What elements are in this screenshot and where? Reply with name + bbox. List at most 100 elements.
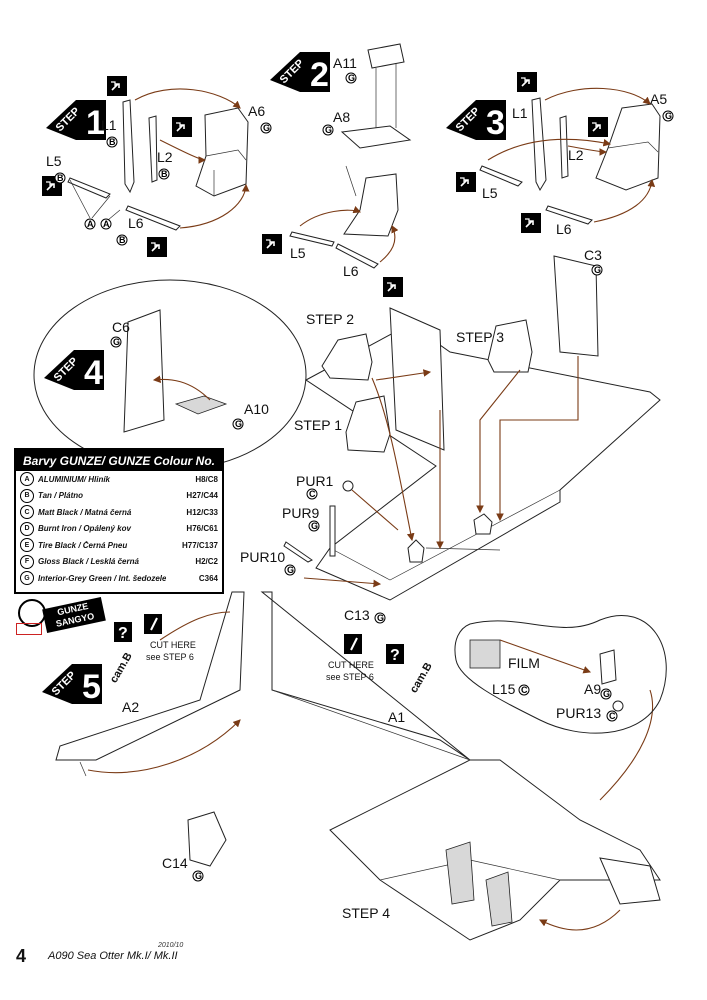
colour-letter: E <box>20 538 34 553</box>
belt-l6-drawing <box>335 243 379 269</box>
colour-row: F Gloss Black / Lesklá černá H2/C2 <box>16 554 222 571</box>
colour-row: E Tire Black / Černá Pneu H77/C137 <box>16 537 222 554</box>
colour-code-circle: G G <box>322 72 357 136</box>
part-label-film: FILM <box>508 655 540 671</box>
part-label-pur1: PUR1 <box>296 473 334 489</box>
detail-bubble <box>454 614 667 734</box>
belt-l2-drawing <box>559 115 569 179</box>
colour-code: C364 <box>198 573 218 583</box>
part-label-l2: L2 <box>568 147 584 163</box>
page-number: 4 <box>16 946 27 966</box>
colour-code: H2/C2 <box>195 557 218 567</box>
fuselage-half-a2-drawing <box>55 591 245 761</box>
bulkhead-c3-drawing <box>553 255 599 357</box>
part-label-pur13: PUR13 <box>556 705 601 721</box>
svg-text:G: G <box>665 111 672 121</box>
step5-group: STEP 5 ? CUT HERE see STEP 6 cam.B <box>42 591 667 941</box>
svg-text:C: C <box>521 685 528 695</box>
step5-tag: STEP 5 <box>42 664 102 706</box>
svg-text:C: C <box>609 711 616 721</box>
colour-table-title: Barvy GUNZE/ GUNZE Colour No. <box>16 450 222 471</box>
part-label-l5: L5 <box>46 153 62 169</box>
step-ref-label: STEP 2 <box>306 311 354 327</box>
step2-group: STEP 2 A11 A8 L5 L6 G G <box>261 43 412 298</box>
part-label-a5: A5 <box>650 91 667 107</box>
flip-icon <box>516 71 538 93</box>
bulkhead-drawing <box>389 307 445 451</box>
svg-text:A: A <box>103 219 110 229</box>
svg-text:cam.B: cam.B <box>108 651 135 686</box>
colour-row: C Matt Black / Matná černá H12/C33 <box>16 504 222 521</box>
step-ref-label: STEP 4 <box>342 905 390 921</box>
cushion-a10-drawing <box>174 395 228 415</box>
colour-code: H27/C44 <box>186 491 218 501</box>
pur9-drawing <box>329 505 336 557</box>
colour-code: H12/C33 <box>186 507 218 517</box>
colour-name: Gloss Black / Lesklá černá <box>38 557 139 567</box>
colour-letter: F <box>20 554 34 569</box>
belt-l2-drawing <box>148 115 158 183</box>
pur1-drawing <box>342 480 354 492</box>
colour-name: Tan / Plátno <box>38 491 84 501</box>
colour-code-circle: C C G G <box>192 684 618 882</box>
gunze-badge-icon <box>16 623 42 635</box>
part-label-l5: L5 <box>482 185 498 201</box>
flip-icon <box>587 116 609 138</box>
part-label-pur10: PUR10 <box>240 549 285 565</box>
gunze-logo-text: GUNZE SANGYO <box>42 597 106 633</box>
headrest-a11-drawing <box>367 43 405 69</box>
part-label-l6: L6 <box>343 263 359 279</box>
svg-text:CUT HERE: CUT HERE <box>328 660 374 670</box>
colour-row: D Burnt Iron / Opálený kov H76/C61 <box>16 521 222 538</box>
svg-text:see STEP 6: see STEP 6 <box>146 652 194 662</box>
colour-code-circle: G <box>591 264 603 276</box>
part-c14-drawing <box>187 811 227 867</box>
gunze-sangyo-logo: GUNZE SANGYO <box>14 597 109 635</box>
svg-text:cam.B: cam.B <box>408 661 435 696</box>
step2-tag: STEP 2 <box>270 52 330 94</box>
film-sheet-drawing <box>469 639 501 669</box>
svg-text:G: G <box>594 265 601 275</box>
belt-l1-drawing <box>531 97 547 192</box>
bulkhead-c6-drawing <box>123 309 165 433</box>
seat-inside-drawing <box>445 841 475 905</box>
part-label-c13: C13 <box>344 607 370 623</box>
part-label-c6: C6 <box>112 319 130 335</box>
colour-code: H8/C8 <box>195 474 218 484</box>
svg-text:?: ? <box>118 625 128 642</box>
svg-text:B: B <box>161 169 168 179</box>
colour-table: Barvy GUNZE/ GUNZE Colour No. A ALUMINIU… <box>14 448 224 594</box>
part-label-c14: C14 <box>162 855 188 871</box>
cushion-a8-drawing <box>340 125 412 149</box>
seat-inside-drawing <box>485 871 513 927</box>
part-label-a6: A6 <box>248 103 265 119</box>
svg-text:4: 4 <box>84 354 103 392</box>
colour-code: H76/C61 <box>186 524 218 534</box>
part-label-l1: L1 <box>101 117 117 133</box>
colour-letter: D <box>20 521 34 536</box>
part-label-pur9: PUR9 <box>282 505 320 521</box>
svg-text:G: G <box>195 871 202 881</box>
colour-code-circle: G B B B A A B <box>54 122 272 246</box>
colour-letter: C <box>20 505 34 520</box>
colour-name: Burnt Iron / Opálený kov <box>38 524 131 534</box>
belt-l5-drawing <box>479 165 523 187</box>
part-label-a1: A1 <box>388 709 405 725</box>
part-label-l15: L15 <box>492 681 516 697</box>
question-icon <box>386 644 404 664</box>
seat-step2-drawing <box>321 333 373 381</box>
svg-text:B: B <box>109 137 116 147</box>
belt-l5-drawing <box>289 231 335 247</box>
svg-text:G: G <box>263 123 270 133</box>
colour-code: H77/C137 <box>181 540 218 550</box>
colour-name: ALUMINIUM/ Hliník <box>38 474 110 484</box>
cut-marker-left: ? CUT HERE see STEP 6 cam.B <box>108 614 196 685</box>
stick-base-drawing <box>407 539 425 563</box>
colour-code-circle: G G <box>110 336 244 430</box>
pur13-drawing <box>612 700 624 712</box>
pur10-drawing <box>283 541 313 563</box>
step4-group: STEP 4 C6 A10 G G STEP 2 STEP 3 STEP 1 <box>33 247 661 624</box>
step3-tag: STEP 3 <box>446 100 506 142</box>
colour-name: Tire Black / Černá Pneu <box>38 540 128 550</box>
